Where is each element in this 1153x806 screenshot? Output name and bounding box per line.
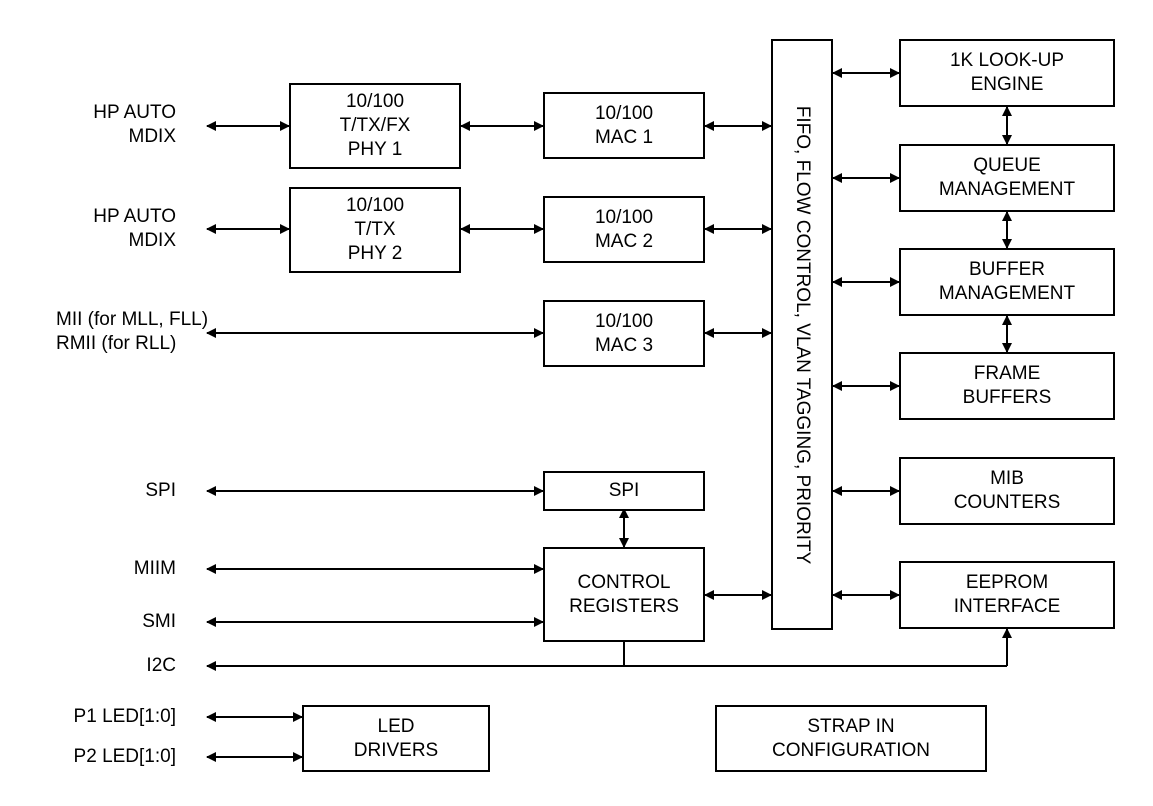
block-text: MANAGEMENT <box>938 283 1076 304</box>
port-label-line: MDIX <box>128 126 177 147</box>
mac3-block: 10/100 MAC 3 <box>543 300 705 367</box>
block-text: COUNTERS <box>953 492 1061 513</box>
phy2-block: 10/100 T/TX PHY 2 <box>289 187 461 273</box>
block-text: MAC 2 <box>594 230 654 252</box>
mib-counters-block: MIB COUNTERS <box>899 457 1115 525</box>
lookup-engine-block: 1K LOOK-UP ENGINE <box>899 39 1115 107</box>
port-label-line: RMII (for RLL) <box>56 333 177 354</box>
strap-in-configuration-block: STRAP IN CONFIGURATION <box>715 705 987 772</box>
port-label-miim: MIIM <box>133 558 176 579</box>
block-text: REGISTERS <box>569 595 679 617</box>
block-text: STRAP IN <box>807 715 895 737</box>
block-text: FRAME <box>973 363 1041 384</box>
port-label-hp-auto-mdix-1: HP AUTO MDIX <box>93 101 176 149</box>
block-text: QUEUE <box>973 155 1041 176</box>
block-text: MIB <box>990 468 1024 489</box>
block-text: T/TX <box>354 219 396 240</box>
queue-management-block: QUEUE MANAGEMENT <box>899 144 1115 212</box>
block-text: 10/100 <box>594 206 654 228</box>
block-text: MAC 3 <box>594 334 654 356</box>
block-text: LED <box>377 715 415 737</box>
port-label-line: HP AUTO <box>93 102 176 123</box>
port-label-spi: SPI <box>145 480 176 501</box>
fifo-flow-control-block <box>771 39 833 630</box>
block-text: 10/100 <box>594 310 654 332</box>
block-text: PHY 2 <box>347 243 403 264</box>
block-text: 10/100 <box>345 91 405 112</box>
port-label-i2c: I2C <box>146 655 176 676</box>
control-registers-block: CONTROL REGISTERS <box>543 547 705 642</box>
port-label-hp-auto-mdix-2: HP AUTO MDIX <box>93 205 176 253</box>
block-text: INTERFACE <box>953 596 1061 617</box>
block-text: BUFFERS <box>962 387 1052 408</box>
buffer-management-block: BUFFER MANAGEMENT <box>899 248 1115 316</box>
frame-buffers-block: FRAME BUFFERS <box>899 352 1115 420</box>
block-text: 10/100 <box>594 102 654 124</box>
block-text: T/TX/FX <box>339 115 411 136</box>
block-text: EEPROM <box>965 572 1049 593</box>
fifo-flow-control-label: FIFO, FLOW CONTROL, VLAN TAGGING, PRIORI… <box>792 105 813 564</box>
block-text: MANAGEMENT <box>938 179 1076 200</box>
block-text: 1K LOOK-UP <box>949 50 1065 71</box>
mac1-block: 10/100 MAC 1 <box>543 92 705 159</box>
block-text: 10/100 <box>345 195 405 216</box>
port-label-line: MDIX <box>128 230 177 251</box>
block-text: DRIVERS <box>353 739 439 761</box>
block-text: MAC 1 <box>594 126 654 148</box>
fifo-flow-control-label-wrap: FIFO, FLOW CONTROL, VLAN TAGGING, PRIORI… <box>773 41 831 628</box>
eeprom-interface-block: EEPROM INTERFACE <box>899 561 1115 629</box>
block-text: CONFIGURATION <box>772 739 930 761</box>
mac2-block: 10/100 MAC 2 <box>543 196 705 263</box>
port-label-line: MII (for MLL, FLL) <box>56 309 209 330</box>
port-label-mii-rmii: MII (for MLL, FLL) RMII (for RLL) <box>56 308 208 356</box>
block-text: SPI <box>608 480 640 501</box>
port-label-smi: SMI <box>142 611 176 632</box>
block-text: CONTROL <box>577 571 671 593</box>
block-text: ENGINE <box>970 74 1044 95</box>
led-drivers-block: LED DRIVERS <box>302 705 490 772</box>
port-label-p2-led: P2 LED[1:0] <box>73 746 176 767</box>
block-text: BUFFER <box>969 259 1045 280</box>
spi-block: SPI <box>543 471 705 511</box>
port-label-line: HP AUTO <box>93 206 176 227</box>
port-label-p1-led: P1 LED[1:0] <box>73 706 176 727</box>
block-text: PHY 1 <box>347 139 403 160</box>
phy1-block: 10/100 T/TX/FX PHY 1 <box>289 83 461 169</box>
